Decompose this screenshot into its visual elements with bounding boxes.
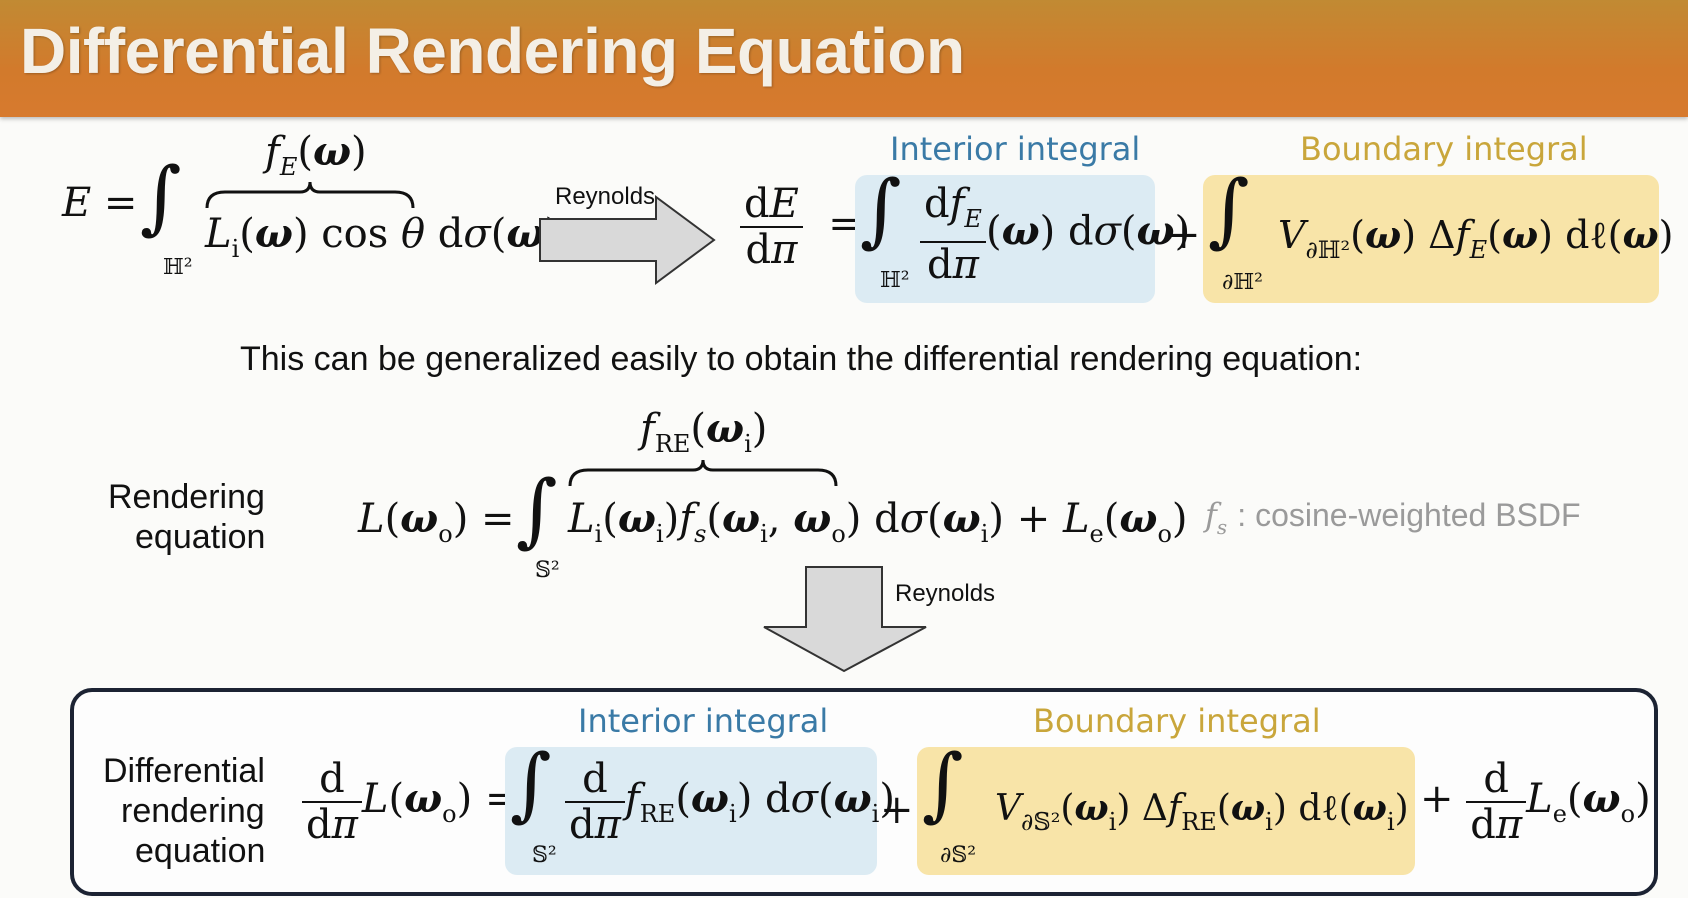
generalization-sentence: This can be generalized easily to obtain…	[240, 340, 1363, 378]
down-arrow	[763, 566, 927, 673]
bsdf-note-text: : cosine-weighted BSDF	[1237, 497, 1581, 533]
brace-label-fre: fRE(ωi)	[640, 405, 768, 458]
boundary-integral-box-bottom	[917, 747, 1415, 875]
rendering-lhs: L(ωo) =	[358, 495, 515, 548]
boundary-integrand-bottom: V∂𝕊²(ωi) ΔfRE(ωi) dℓ(ωi)	[995, 787, 1409, 836]
plus-sign: +	[1167, 212, 1201, 258]
energy-equation: E =	[62, 180, 138, 226]
rendering-equation-label-1: Rendering	[108, 478, 265, 516]
integral-domain: 𝕊²	[535, 558, 560, 583]
integral-sign: ∫	[516, 463, 558, 556]
integral-sign: ∫	[1208, 163, 1250, 256]
integral-sign: ∫	[922, 737, 964, 830]
integral-domain: ℍ²	[880, 268, 910, 293]
diff-label-3: equation	[135, 832, 266, 870]
page-title: Differential Rendering Equation	[20, 15, 965, 87]
overbrace-top	[205, 181, 415, 209]
integral-domain: ∂𝕊²	[940, 843, 977, 868]
right-arrow	[539, 195, 716, 285]
boundary-integrand-top: V∂ℍ²(ω) ΔfE(ω) dℓ(ω)	[1278, 212, 1674, 264]
integrand-top: Li(ω) cos θ dσ(ω)	[205, 210, 560, 263]
interior-integral-box-top	[855, 175, 1155, 303]
integral-sign: ∫	[510, 737, 552, 830]
diff-label-2: rendering	[121, 792, 265, 830]
bsdf-note: fs : cosine-weighted BSDF	[1205, 496, 1581, 539]
diff-label-1: Differential	[103, 752, 265, 790]
header-bar: Differential Rendering Equation	[0, 0, 1688, 117]
integral-sign: ∫	[140, 150, 182, 243]
integral-domain: 𝕊²	[532, 843, 557, 868]
plus-sign: +	[880, 787, 914, 833]
integral-domain: ℍ²	[163, 255, 193, 280]
interior-label-bottom: Interior integral	[578, 702, 829, 740]
rendering-equation-label-2: equation	[135, 518, 266, 556]
boundary-integral-box-top	[1203, 175, 1659, 303]
brace-label-fe: fE(ω)	[265, 128, 367, 181]
integral-sign: ∫	[860, 163, 902, 256]
boundary-label-top: Boundary integral	[1300, 130, 1588, 168]
reynolds-label-middle: Reynolds	[895, 580, 996, 607]
integral-domain: ∂ℍ²	[1222, 270, 1263, 295]
boundary-label-bottom: Boundary integral	[1033, 702, 1321, 740]
interior-label-top: Interior integral	[890, 130, 1141, 168]
interior-integral-box-bottom	[505, 747, 877, 875]
reynolds-label-top: Reynolds	[555, 183, 656, 210]
rendering-integrand: Li(ωi)fs(ωi, ωo) dσ(ωi) + Le(ωo)	[568, 495, 1188, 548]
overbrace-middle	[568, 459, 838, 487]
